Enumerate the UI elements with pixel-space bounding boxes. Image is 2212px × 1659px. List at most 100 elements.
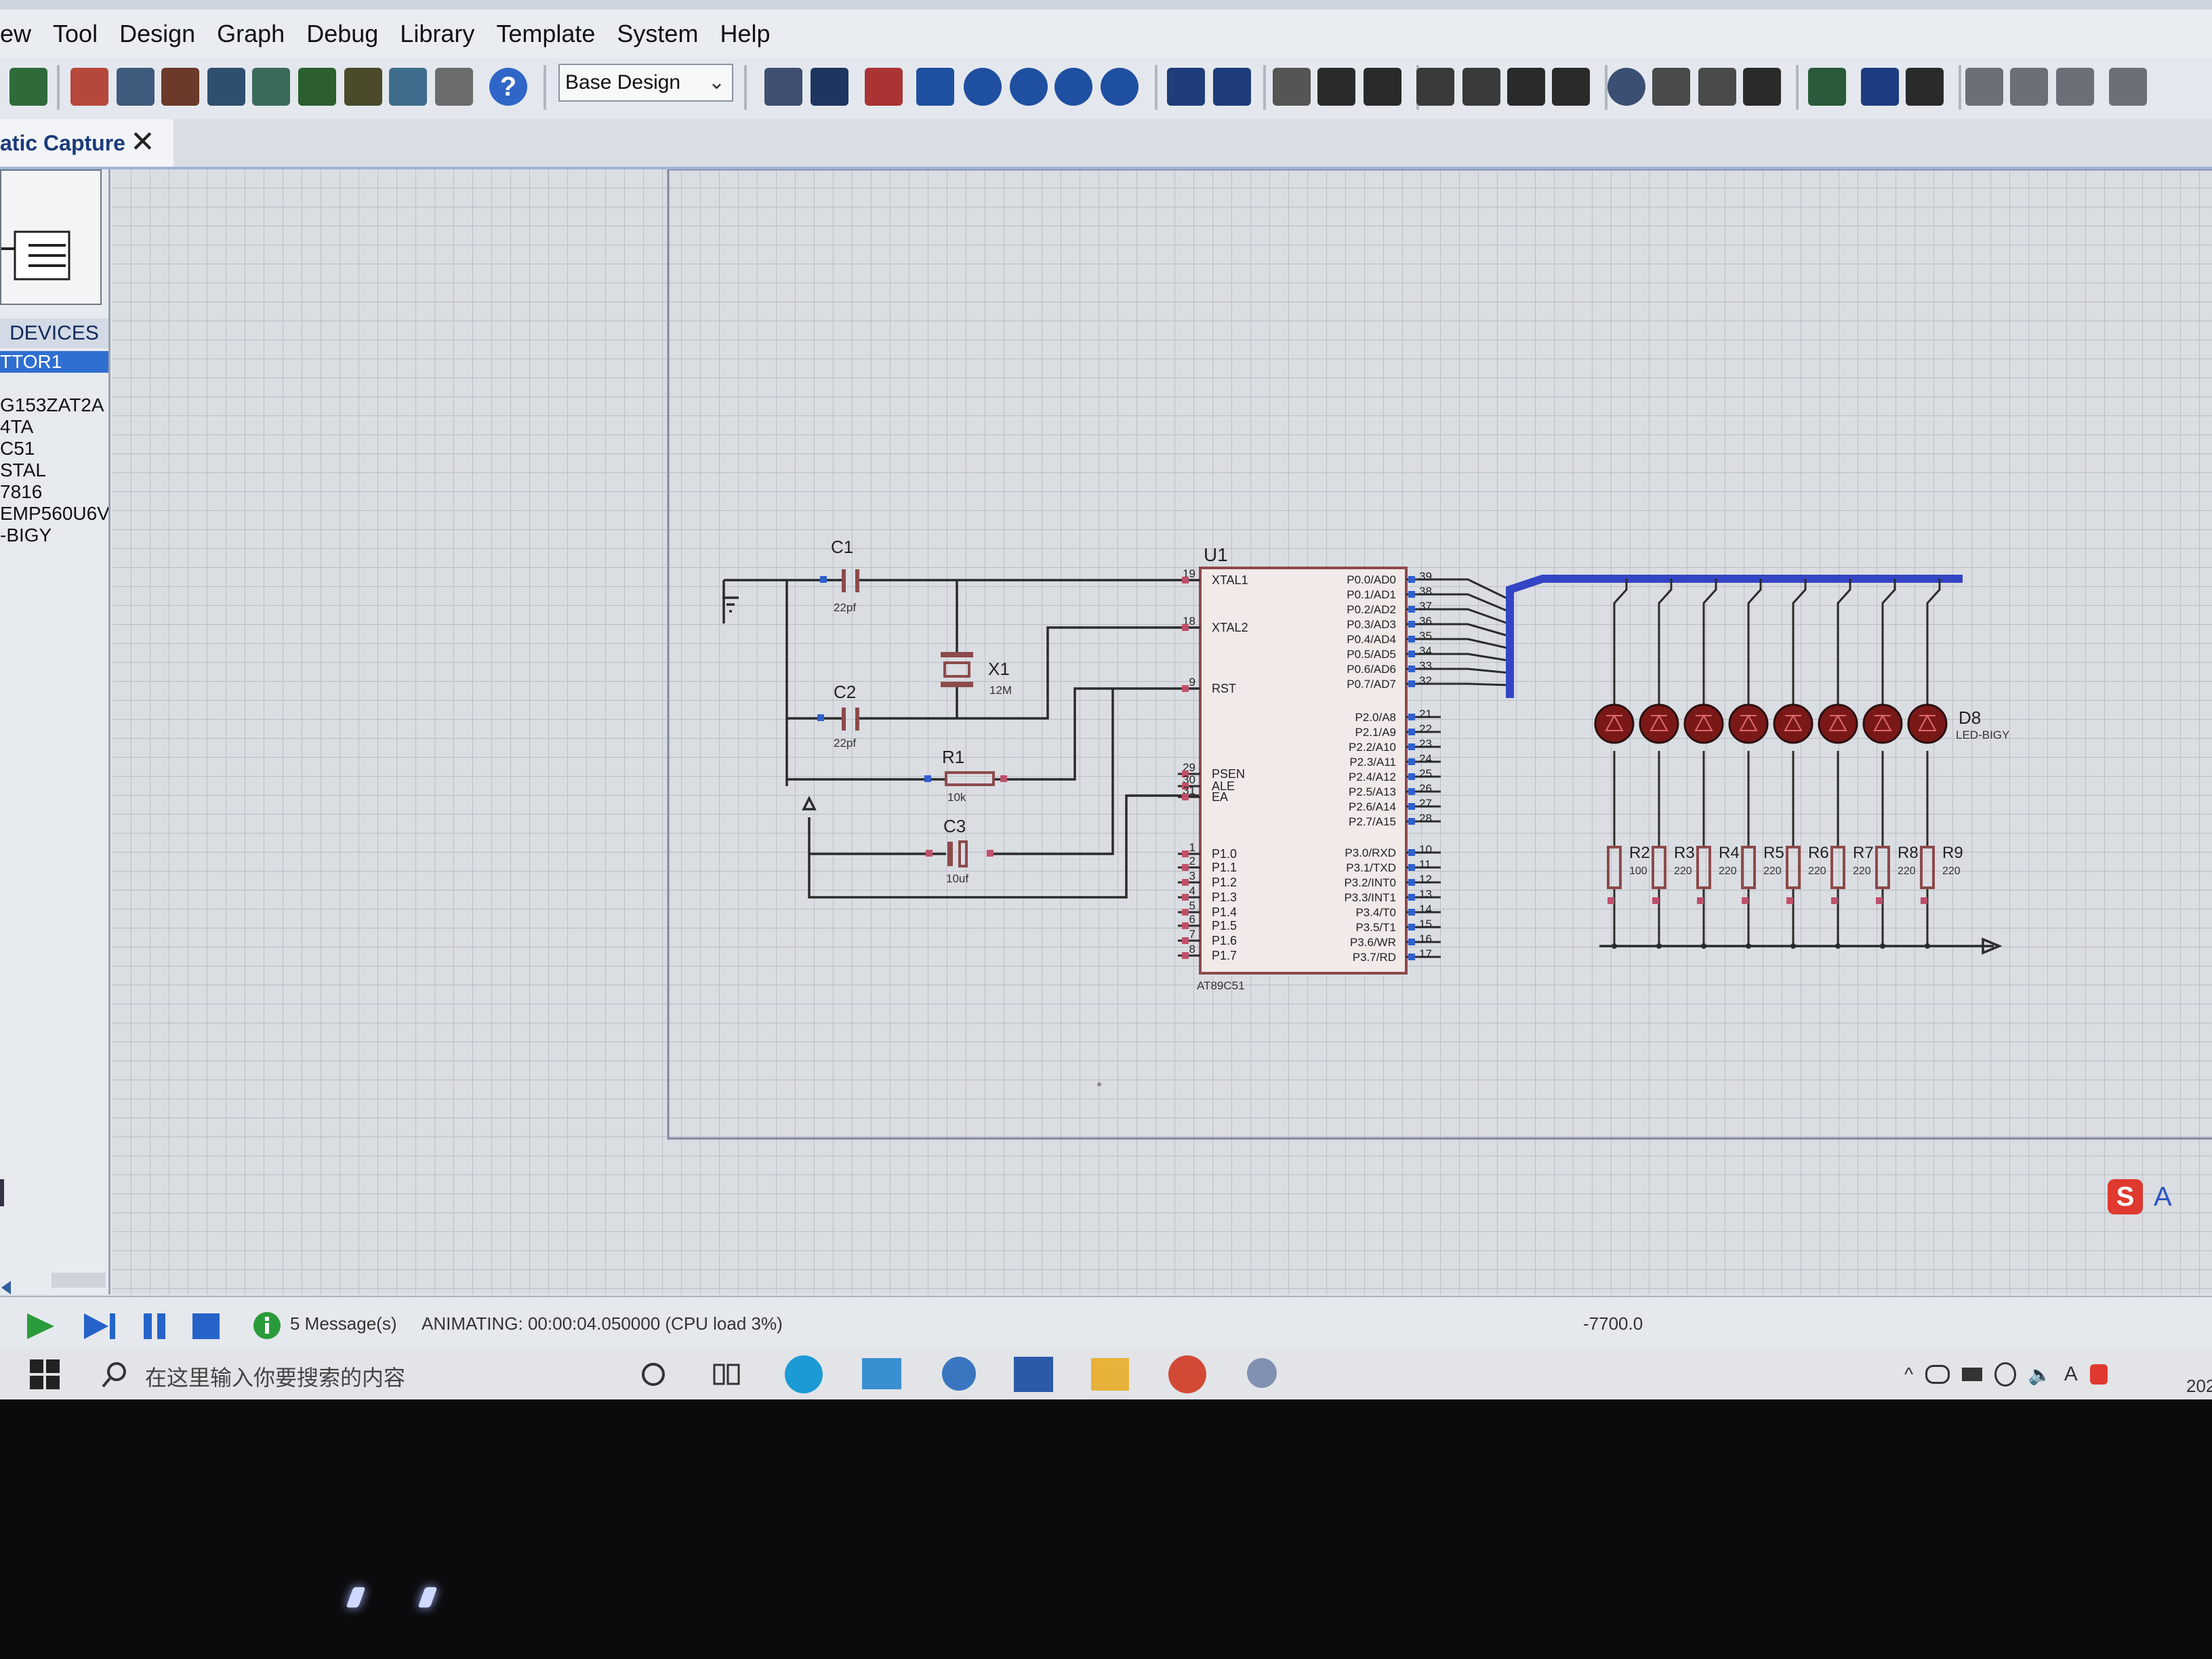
data-bus[interactable] bbox=[1506, 575, 1963, 698]
block-delete-icon[interactable] bbox=[1552, 68, 1590, 106]
overview-window[interactable] bbox=[0, 169, 102, 305]
resistor-r1[interactable] bbox=[924, 771, 1007, 786]
message-count[interactable]: 5 Message(s) bbox=[290, 1313, 397, 1334]
device-item[interactable]: G153ZAT2A bbox=[0, 394, 104, 415]
battery-icon[interactable] bbox=[1961, 1368, 1982, 1381]
decompose-icon[interactable] bbox=[1743, 68, 1781, 106]
menu-graph[interactable]: Graph bbox=[217, 20, 285, 47]
design-explorer-icon[interactable] bbox=[298, 68, 336, 106]
copy-icon[interactable] bbox=[1317, 68, 1355, 106]
windows-start-icon[interactable] bbox=[30, 1359, 60, 1389]
led[interactable] bbox=[1818, 703, 1858, 744]
zoom-out-icon[interactable] bbox=[1010, 68, 1048, 106]
menu-tool[interactable]: Tool bbox=[53, 20, 98, 47]
device-item[interactable] bbox=[0, 373, 108, 394]
led[interactable] bbox=[1594, 703, 1635, 744]
cortana-icon[interactable] bbox=[638, 1359, 668, 1389]
design-variant-select[interactable]: Base Design ⌄ bbox=[558, 64, 733, 102]
panel-scrollbar[interactable] bbox=[52, 1273, 106, 1288]
capacitor-c2[interactable] bbox=[817, 708, 859, 731]
capacitor-c1[interactable] bbox=[820, 569, 859, 592]
3d-viewer-icon[interactable] bbox=[252, 68, 290, 106]
pause-icon[interactable] bbox=[140, 1311, 173, 1342]
baidu-icon[interactable] bbox=[942, 1357, 976, 1391]
pan-icon[interactable] bbox=[916, 68, 954, 106]
device-item[interactable]: TTOR1 bbox=[0, 351, 108, 373]
step-icon[interactable] bbox=[81, 1311, 119, 1342]
refresh-icon[interactable] bbox=[764, 68, 802, 106]
mail-icon[interactable] bbox=[862, 1358, 901, 1389]
led[interactable] bbox=[1907, 703, 1948, 744]
menu-view[interactable]: ew bbox=[0, 20, 32, 47]
input-mode-icon[interactable]: A bbox=[2064, 1363, 2078, 1385]
chevron-up-icon[interactable]: ^ bbox=[1904, 1364, 1914, 1385]
gerber-viewer-icon[interactable] bbox=[207, 68, 245, 106]
resistor[interactable] bbox=[1786, 846, 1801, 889]
device-item[interactable]: STAL bbox=[0, 459, 46, 480]
block-rotate-icon[interactable] bbox=[1507, 68, 1545, 106]
tab-schematic-capture[interactable]: atic Capture ✕ bbox=[0, 119, 173, 167]
help-icon[interactable]: ? bbox=[489, 68, 527, 106]
taskbar-search-input[interactable]: 在这里输入你要搜索的内容 bbox=[145, 1366, 406, 1390]
stop-icon[interactable] bbox=[190, 1311, 224, 1342]
schematic-canvas[interactable]: C1 22pf C2 22pf X1 12M R1 10k bbox=[112, 168, 2212, 1294]
source-code-icon[interactable] bbox=[389, 68, 427, 106]
menu-system[interactable]: System bbox=[617, 20, 699, 47]
grid-toggle-icon[interactable] bbox=[811, 68, 848, 106]
cut-icon[interactable] bbox=[1273, 68, 1311, 106]
led[interactable] bbox=[1728, 703, 1769, 744]
resistor[interactable] bbox=[1696, 846, 1711, 889]
make-device-icon[interactable] bbox=[1652, 68, 1690, 106]
sogou-tray-icon[interactable] bbox=[2089, 1364, 2108, 1385]
redo-icon[interactable] bbox=[1213, 68, 1251, 106]
resistor[interactable] bbox=[1830, 846, 1845, 889]
file-explorer-icon[interactable] bbox=[1091, 1358, 1129, 1391]
onedrive-icon[interactable] bbox=[1925, 1365, 1950, 1384]
crystal-x1[interactable] bbox=[941, 652, 973, 687]
edge-browser-icon[interactable] bbox=[785, 1355, 823, 1393]
zoom-area-icon[interactable] bbox=[1101, 68, 1139, 106]
microcontroller-u1[interactable] bbox=[1199, 567, 1408, 975]
capacitor-c3[interactable] bbox=[926, 840, 994, 867]
undo-icon[interactable] bbox=[1167, 68, 1205, 106]
resistor[interactable] bbox=[1652, 846, 1666, 889]
led[interactable] bbox=[1862, 703, 1903, 744]
pick-device-icon[interactable] bbox=[1607, 68, 1645, 106]
remove-sheet-icon[interactable] bbox=[2010, 68, 2048, 106]
led[interactable] bbox=[1773, 703, 1814, 744]
device-item[interactable]: -BIGY bbox=[0, 525, 52, 546]
resistor[interactable] bbox=[1741, 846, 1756, 889]
schematic-editing-window[interactable]: C1 22pf C2 22pf X1 12M R1 10k bbox=[112, 168, 2212, 1294]
word-icon[interactable] bbox=[1014, 1357, 1053, 1392]
led[interactable] bbox=[1683, 703, 1724, 744]
bill-of-materials-icon[interactable] bbox=[344, 68, 382, 106]
new-sheet-icon[interactable] bbox=[1965, 68, 2003, 106]
zoom-in-icon[interactable] bbox=[964, 68, 1002, 106]
menu-template[interactable]: Template bbox=[496, 20, 596, 47]
home-page-icon[interactable] bbox=[70, 68, 108, 106]
block-move-icon[interactable] bbox=[1462, 68, 1500, 106]
resistor[interactable] bbox=[1920, 846, 1935, 889]
powerpoint-icon[interactable] bbox=[1168, 1355, 1206, 1393]
schematic-capture-icon[interactable] bbox=[117, 68, 155, 106]
play-icon[interactable] bbox=[24, 1311, 65, 1342]
menu-help[interactable]: Help bbox=[720, 20, 771, 47]
device-item[interactable]: C51 bbox=[0, 438, 35, 459]
menu-library[interactable]: Library bbox=[400, 20, 475, 47]
wire-autorouter-icon[interactable] bbox=[1808, 68, 1846, 106]
sogou-ime-icon[interactable]: S bbox=[2108, 1179, 2143, 1214]
device-item[interactable]: 7816 bbox=[0, 481, 43, 502]
run-design-icon[interactable] bbox=[9, 68, 47, 106]
ime-indicator[interactable]: S A bbox=[2108, 1178, 2212, 1216]
task-view-icon[interactable] bbox=[712, 1359, 741, 1389]
info-icon[interactable] bbox=[252, 1311, 282, 1340]
device-item[interactable]: EMP560U6V37 bbox=[0, 503, 108, 524]
network-globe-icon[interactable] bbox=[1994, 1362, 2016, 1387]
proteus-taskbar-icon[interactable] bbox=[1247, 1358, 1277, 1388]
led[interactable] bbox=[1639, 703, 1679, 744]
menu-debug[interactable]: Debug bbox=[306, 20, 379, 47]
device-item[interactable]: 4TA bbox=[0, 416, 34, 437]
packaging-tool-icon[interactable] bbox=[1698, 68, 1736, 106]
block-copy-icon[interactable] bbox=[1416, 68, 1454, 106]
exit-to-parent-icon[interactable] bbox=[2056, 68, 2094, 106]
